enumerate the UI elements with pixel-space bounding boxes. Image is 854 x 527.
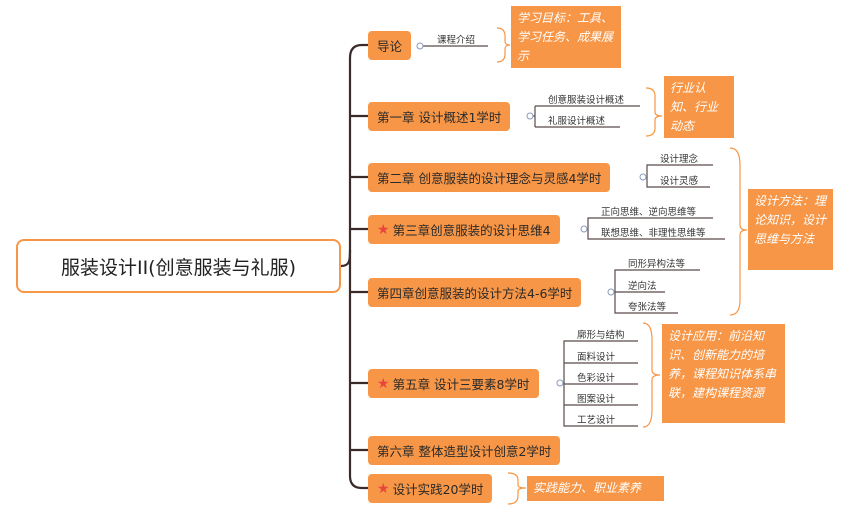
- subtopic[interactable]: 课程介绍: [437, 35, 476, 46]
- topic-chapter-5[interactable]: ★第五章 设计三要素8学时: [368, 369, 539, 398]
- summary-callout[interactable]: 设计方法：理论知识，设计思维与方法: [748, 189, 833, 270]
- star-icon: ★: [377, 375, 390, 392]
- subtopic[interactable]: 联想思维、非理性思维等: [601, 228, 706, 239]
- subtopic[interactable]: 创意服装设计概述: [548, 95, 625, 106]
- subtopic[interactable]: 面料设计: [577, 352, 616, 363]
- topic-label: 第六章 整体造型设计创意2学时: [377, 444, 552, 459]
- topic-label: 第五章 设计三要素8学时: [392, 377, 530, 392]
- subtopic[interactable]: 工艺设计: [577, 415, 616, 426]
- subtopic[interactable]: 正向思维、逆向思维等: [601, 207, 697, 218]
- subtopic[interactable]: 逆向法: [628, 281, 657, 292]
- subtopic[interactable]: 设计灵感: [660, 176, 699, 187]
- topic-practice[interactable]: ★设计实践20学时: [368, 474, 493, 503]
- topic-label: 第一章 设计概述1学时: [377, 110, 502, 125]
- subtopic[interactable]: 夸张法等: [628, 302, 667, 313]
- root-topic[interactable]: 服装设计II(创意服装与礼服): [16, 239, 341, 293]
- subtopic[interactable]: 礼服设计概述: [548, 116, 606, 127]
- root-label: 服装设计II(创意服装与礼服): [60, 256, 297, 279]
- topic-chapter-4[interactable]: 第四章创意服装的设计方法4-6学时: [368, 278, 582, 307]
- topic-label: 第四章创意服装的设计方法4-6学时: [377, 286, 573, 301]
- topic-label: 设计实践20学时: [392, 482, 484, 497]
- topic-chapter-3[interactable]: ★第三章创意服装的设计思维4: [368, 215, 560, 244]
- summary-callout[interactable]: 学习目标：工具、学习任务、成果展示: [511, 6, 621, 68]
- topic-label: 第三章创意服装的设计思维4: [392, 223, 551, 238]
- star-icon: ★: [377, 480, 390, 497]
- summary-callout[interactable]: 行业认知、行业动态: [664, 76, 734, 138]
- summary-callout[interactable]: 设计应用：前沿知识、创新能力的培养，课程知识体系串联，建构课程资源: [662, 324, 785, 423]
- summary-callout[interactable]: 实践能力、职业素养: [527, 476, 664, 501]
- subtopic[interactable]: 同形异构法等: [628, 259, 686, 270]
- subtopic[interactable]: 廓形与结构: [577, 330, 625, 341]
- subtopic[interactable]: 设计理念: [660, 154, 699, 165]
- subtopic[interactable]: 色彩设计: [577, 373, 616, 384]
- topic-chapter-2[interactable]: 第二章 创意服装的设计理念与灵感4学时: [368, 163, 611, 192]
- topic-intro[interactable]: 导论: [368, 31, 412, 60]
- star-icon: ★: [377, 221, 390, 238]
- topic-label: 第二章 创意服装的设计理念与灵感4学时: [377, 171, 602, 186]
- topic-chapter-6[interactable]: 第六章 整体造型设计创意2学时: [368, 436, 561, 465]
- subtopic[interactable]: 图案设计: [577, 394, 616, 405]
- topic-chapter-1[interactable]: 第一章 设计概述1学时: [368, 102, 511, 131]
- topic-label: 导论: [377, 39, 403, 54]
